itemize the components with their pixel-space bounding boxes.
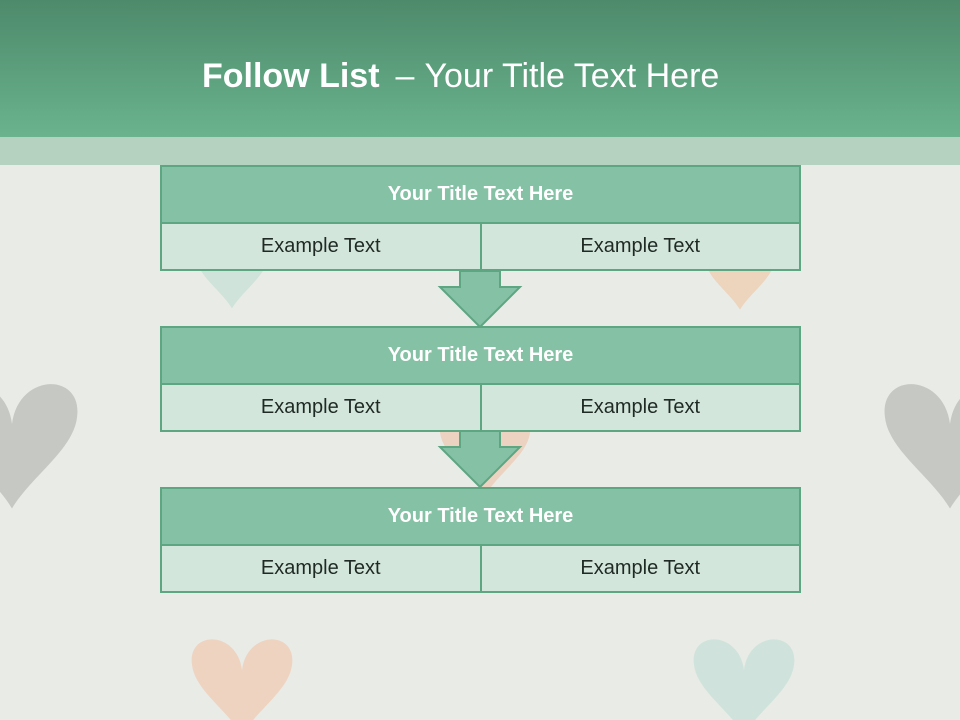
slide-title-rest: Your Title Text Here [424,57,720,95]
step-title[interactable]: Your Title Text Here [162,489,799,546]
step-box-1[interactable]: Your Title Text Here Example Text Exampl… [160,165,801,271]
step-cell-left[interactable]: Example Text [162,224,480,269]
heart-icon [0,384,78,509]
down-arrow-icon [437,271,523,329]
step-box-3[interactable]: Your Title Text Here Example Text Exampl… [160,487,801,593]
step-cell-right[interactable]: Example Text [479,224,799,269]
step-title[interactable]: Your Title Text Here [162,328,799,385]
heart-icon [191,639,293,720]
step-row: Example Text Example Text [162,224,799,269]
step-box-2[interactable]: Your Title Text Here Example Text Exampl… [160,326,801,432]
slide-title: Follow List–Your Title Text Here [202,52,719,100]
heart-icon [884,384,960,509]
step-title[interactable]: Your Title Text Here [162,167,799,224]
title-banner-strip [0,137,960,165]
slide-title-bold: Follow List [202,57,380,95]
step-row: Example Text Example Text [162,546,799,591]
step-row: Example Text Example Text [162,385,799,430]
step-cell-right[interactable]: Example Text [479,385,799,430]
step-cell-left[interactable]: Example Text [162,385,480,430]
title-banner [0,0,960,137]
down-arrow-icon [437,431,523,489]
slide-title-separator: – [395,57,415,95]
heart-icon [693,639,795,720]
step-cell-left[interactable]: Example Text [162,546,480,591]
step-cell-right[interactable]: Example Text [479,546,799,591]
